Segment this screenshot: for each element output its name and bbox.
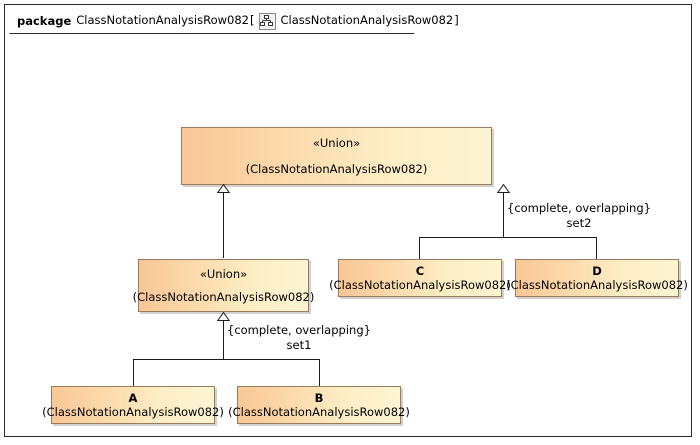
- genset2-constraint: {complete, overlapping}: [507, 201, 651, 215]
- class-qualifier-c: (ClassNotationAnalysisRow082): [329, 278, 511, 292]
- bracket-open: [: [249, 13, 255, 28]
- genset1-crossbar: [133, 359, 320, 360]
- class-qualifier-union-mid: (ClassNotationAnalysisRow082): [132, 290, 315, 304]
- package-keyword: package: [17, 14, 72, 28]
- class-name-c: C: [415, 263, 425, 278]
- diagram-name: ClassNotationAnalysisRow082: [280, 13, 454, 28]
- generalization-arrowhead-uniontop-right: [497, 184, 510, 193]
- class-qualifier-d: (ClassNotationAnalysisRow082): [506, 278, 688, 292]
- class-qualifier-a: (ClassNotationAnalysisRow082): [42, 405, 224, 419]
- class-qualifier-b: (ClassNotationAnalysisRow082): [228, 405, 410, 419]
- class-box-b[interactable]: B (ClassNotationAnalysisRow082): [228, 386, 410, 424]
- generalization-arrowhead-uniontop-left: [217, 184, 230, 193]
- bracket-close: ]: [454, 13, 459, 28]
- class-stereotype-union-top: «Union»: [312, 135, 361, 150]
- genset1-label: {complete, overlapping} set1: [227, 323, 371, 353]
- genset2-branch-c: [419, 237, 420, 263]
- genset2-branch-d: [596, 237, 597, 263]
- class-box-a[interactable]: A (ClassNotationAnalysisRow082): [42, 386, 224, 424]
- genset1-stem: [223, 321, 224, 359]
- genset2-name: set2: [566, 215, 592, 230]
- class-box-d[interactable]: D (ClassNotationAnalysisRow082): [506, 259, 688, 297]
- class-box-union-top[interactable]: «Union» (ClassNotationAnalysisRow082): [181, 127, 492, 185]
- class-stereotype-union-mid: «Union»: [199, 266, 248, 281]
- genset1-branch-a: [133, 359, 134, 388]
- genset2-stem: [503, 193, 504, 237]
- class-diagram-icon: [259, 12, 277, 30]
- generalization-arrowhead-unionmid: [217, 312, 230, 321]
- genset2-crossbar: [419, 237, 597, 238]
- class-name-a: A: [128, 390, 138, 405]
- class-name-d: D: [592, 263, 602, 278]
- genset1-branch-b: [319, 359, 320, 388]
- package-frame: package ClassNotationAnalysisRow082 [ Cl…: [4, 4, 692, 437]
- genset1-name: set1: [286, 337, 312, 352]
- generalization-line-unionmid-uniontop: [223, 193, 224, 258]
- class-name-b: B: [314, 390, 324, 405]
- class-box-c[interactable]: C (ClassNotationAnalysisRow082): [329, 259, 511, 297]
- class-box-union-mid[interactable]: «Union» (ClassNotationAnalysisRow082): [133, 259, 314, 312]
- class-qualifier-union-top: (ClassNotationAnalysisRow082): [245, 162, 428, 176]
- package-name: ClassNotationAnalysisRow082: [76, 13, 249, 28]
- genset1-constraint: {complete, overlapping}: [227, 323, 371, 337]
- genset2-label: {complete, overlapping} set2: [507, 201, 651, 231]
- package-header: package ClassNotationAnalysisRow082 [ Cl…: [9, 9, 464, 33]
